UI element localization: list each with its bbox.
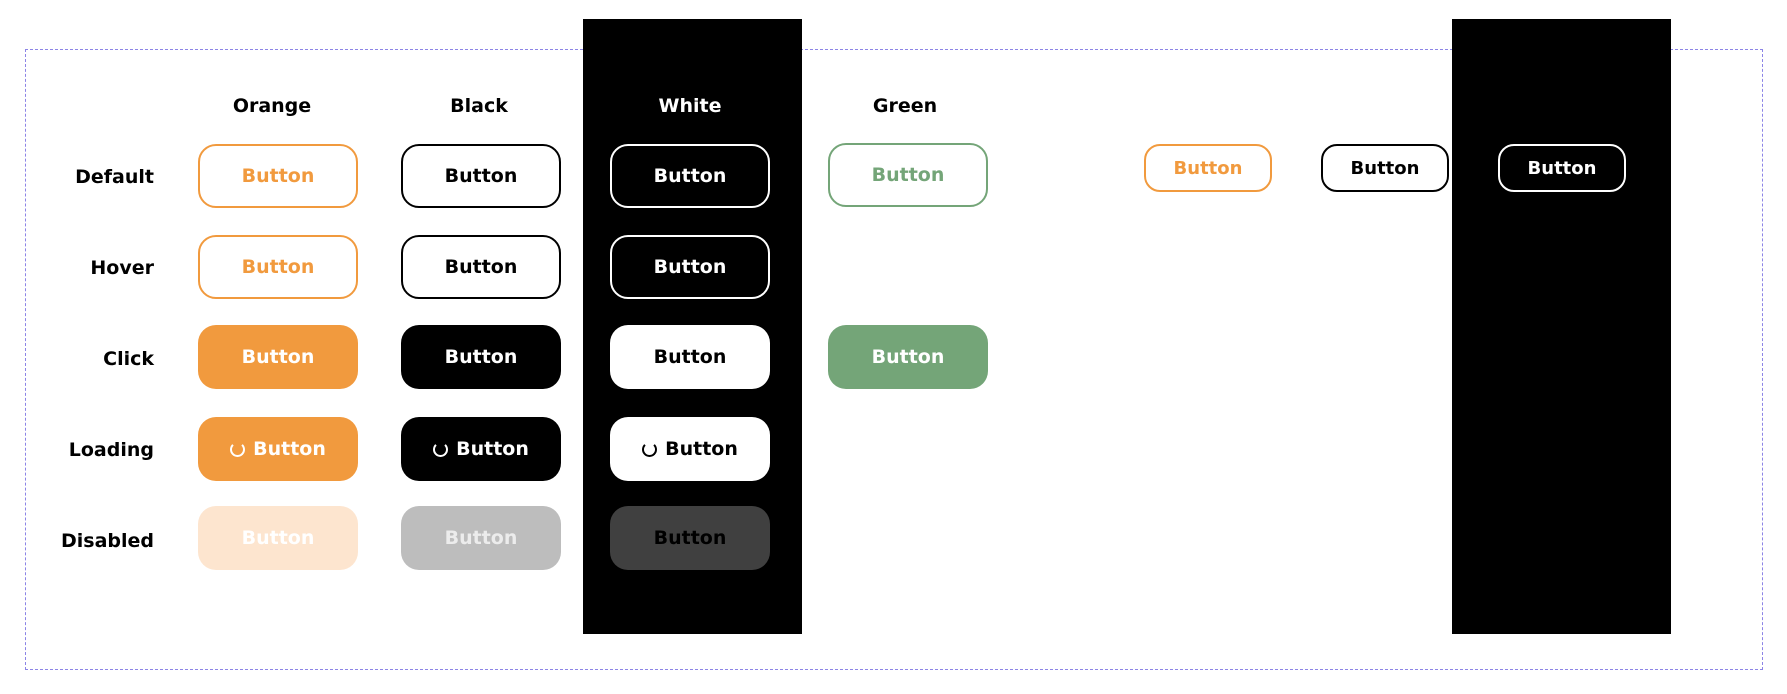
- row-label-click: Click: [103, 348, 154, 370]
- button-label: Button: [253, 438, 326, 460]
- row-label-loading: Loading: [68, 439, 154, 461]
- black-hover-button[interactable]: Button: [401, 235, 561, 299]
- black-small-button[interactable]: Button: [1321, 144, 1449, 192]
- orange-disabled-button: Button: [198, 506, 358, 570]
- orange-hover-button[interactable]: Button: [198, 235, 358, 299]
- orange-small-button[interactable]: Button: [1144, 144, 1272, 192]
- button-label: Button: [241, 165, 315, 187]
- button-label: Button: [653, 256, 727, 278]
- button-label: Button: [444, 165, 518, 187]
- artboard-frame: [25, 49, 1763, 670]
- black-default-button[interactable]: Button: [401, 144, 561, 208]
- button-label: Button: [653, 346, 727, 368]
- white-hover-button[interactable]: Button: [610, 235, 770, 299]
- white-default-button[interactable]: Button: [610, 144, 770, 208]
- button-label: Button: [241, 256, 315, 278]
- button-label: Button: [1350, 157, 1420, 179]
- white-click-button[interactable]: Button: [610, 325, 770, 389]
- white-loading-button[interactable]: Button: [610, 417, 770, 481]
- green-default-button[interactable]: Button: [828, 143, 988, 207]
- column-header-black: Black: [450, 95, 508, 117]
- white-disabled-button: Button: [610, 506, 770, 570]
- column-header-white: White: [658, 95, 722, 117]
- column-header-green: Green: [872, 95, 938, 117]
- black-click-button[interactable]: Button: [401, 325, 561, 389]
- row-label-disabled: Disabled: [60, 530, 154, 552]
- button-label: Button: [456, 438, 529, 460]
- spinner-icon: [433, 441, 449, 457]
- white-small-button[interactable]: Button: [1498, 144, 1626, 192]
- button-label: Button: [1173, 157, 1243, 179]
- row-label-hover: Hover: [90, 257, 154, 279]
- black-disabled-button: Button: [401, 506, 561, 570]
- orange-loading-button[interactable]: Button: [198, 417, 358, 481]
- row-label-default: Default: [75, 166, 154, 188]
- button-label: Button: [871, 346, 945, 368]
- orange-default-button[interactable]: Button: [198, 144, 358, 208]
- spinner-icon: [642, 441, 658, 457]
- button-label: Button: [1527, 157, 1597, 179]
- button-label: Button: [871, 164, 945, 186]
- button-label: Button: [653, 165, 727, 187]
- black-loading-button[interactable]: Button: [401, 417, 561, 481]
- button-label: Button: [653, 527, 727, 549]
- button-label: Button: [444, 256, 518, 278]
- column-header-orange: Orange: [232, 95, 312, 117]
- button-label: Button: [444, 346, 518, 368]
- spinner-icon: [230, 441, 246, 457]
- green-click-button[interactable]: Button: [828, 325, 988, 389]
- button-label: Button: [665, 438, 738, 460]
- button-label: Button: [241, 346, 315, 368]
- extra-dark-background: [1452, 19, 1671, 634]
- button-label: Button: [241, 527, 315, 549]
- orange-click-button[interactable]: Button: [198, 325, 358, 389]
- button-label: Button: [444, 527, 518, 549]
